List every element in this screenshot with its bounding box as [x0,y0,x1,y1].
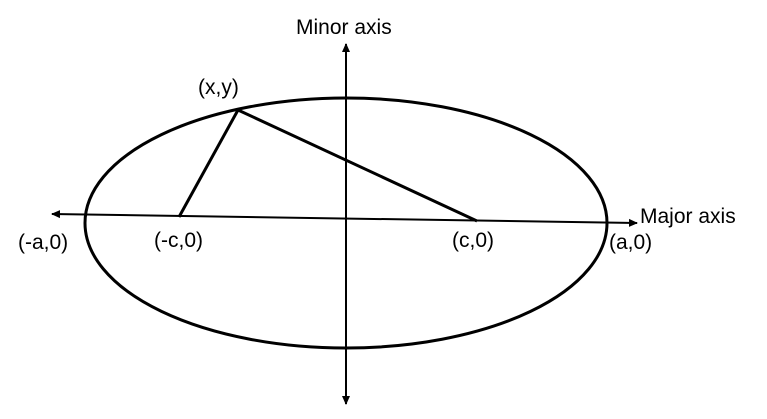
pos-vertex-label: (a,0) [609,231,652,254]
major-axis-label: Major axis [640,205,736,228]
neg-vertex-label: (-a,0) [18,231,68,254]
point-label: (x,y) [198,76,239,99]
pos-focus-label: (c,0) [452,229,494,252]
minor-axis-label: Minor axis [296,16,392,39]
neg-focus-label: (-c,0) [154,229,203,252]
major-axis-line [51,210,638,227]
focal-line-left [177,109,240,218]
focal-line-right [237,108,478,223]
